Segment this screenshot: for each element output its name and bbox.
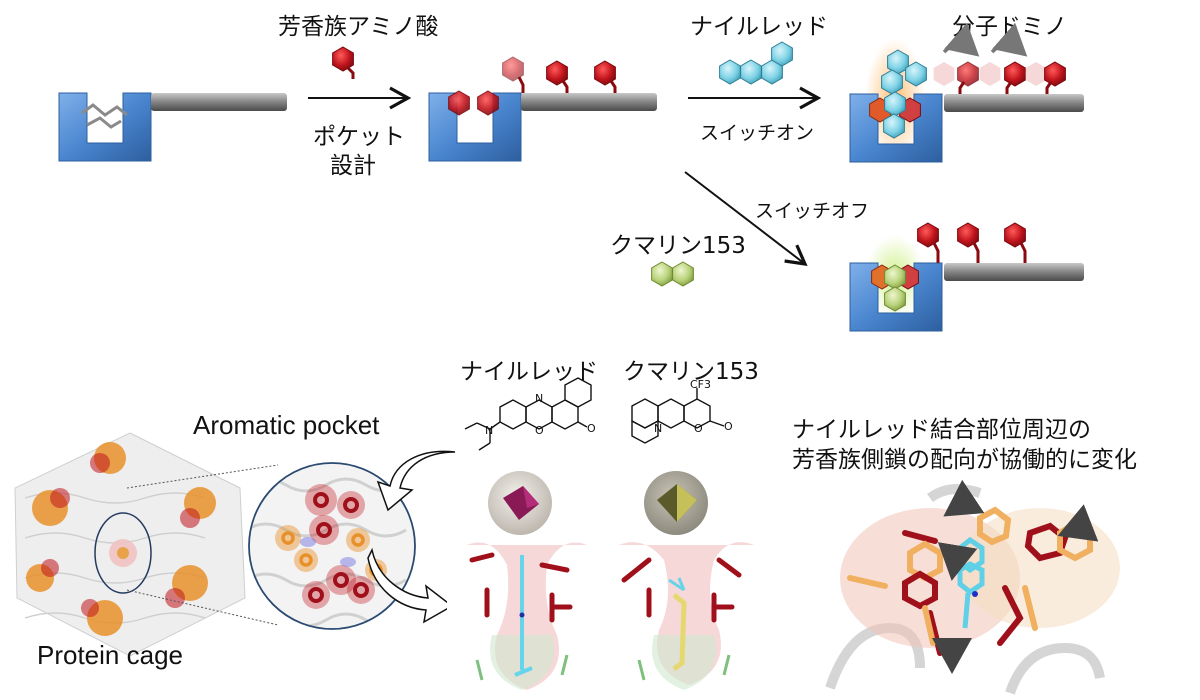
curved-arrow-to-pocket-view (367, 547, 454, 624)
coumarin-n-atom: N (654, 422, 662, 435)
switch-off-label: スイッチオフ (755, 200, 870, 222)
nile-red-label: ナイルレッド (690, 14, 828, 40)
pocket-design-label-line2: 設計 (330, 153, 376, 179)
annotation-line2: 芳香族側鎖の配向が協働的に変化 (792, 447, 1137, 473)
switch-off-arrow (684, 171, 808, 267)
aromatic-amino-acid-label: 芳香族アミノ酸 (278, 14, 439, 40)
coumarin-carbonyl-o: O (724, 420, 733, 433)
protein-cage-label: Protein cage (37, 640, 183, 670)
empty-cage-graphic (58, 92, 287, 162)
coumarin-structure-title: クマリン153 (623, 359, 759, 385)
switch-on-label: スイッチオン (700, 122, 815, 144)
switch-off-graphic (849, 222, 1084, 332)
aromatic-pocket-label: Aromatic pocket (193, 410, 380, 440)
coumarin-cf3-label: CF3 (690, 378, 711, 391)
nile-red-amine-n: N (485, 424, 493, 437)
stage-designed-pocket (425, 55, 665, 165)
designed-pocket-graphic (428, 56, 657, 162)
stage-switch-on (840, 22, 1100, 168)
nile-red-structure-title: ナイルレッド (460, 359, 598, 385)
nile-red-molecule-icon (719, 41, 793, 85)
switch-on-arrow (688, 86, 822, 110)
stage-empty-cage (55, 85, 295, 165)
nile-red-crystal-photo (488, 471, 552, 535)
stage-switch-off (840, 215, 1100, 335)
switch-on-graphic (849, 22, 1084, 163)
pocket-design-arrow (308, 86, 412, 110)
coumarin-ring-o: O (694, 422, 703, 435)
cage-pocket-clusters (26, 442, 216, 636)
nile-red-o-atom: O (535, 424, 544, 437)
coumarin-binding-pocket-view (609, 535, 759, 700)
coumarin-chemical-structure: CF3 O O N (631, 378, 733, 444)
aromatic-pocket-zoom-view (248, 462, 416, 630)
aromatic-amino-acid-icon (332, 46, 355, 79)
pocket-design-label-line1: ポケット (313, 124, 405, 150)
coumarin-molecule-icon (651, 261, 694, 287)
pocket-highlight-ellipse (94, 512, 152, 594)
nile-red-carbonyl-o: O (587, 422, 596, 435)
nile-red-binding-site-closeup (810, 478, 1140, 698)
nile-red-binding-pocket-view (447, 535, 597, 700)
curved-arrow-to-nile-red (376, 450, 456, 512)
coumarin-crystal-photo (644, 471, 708, 535)
nile-red-n-atom: N (535, 392, 543, 405)
molecular-domino-label: 分子ドミノ (952, 14, 1067, 40)
annotation-line1: ナイルレッド結合部位周辺の (792, 417, 1091, 443)
zoom-guide-lines (126, 464, 279, 626)
protein-cage-image (14, 432, 246, 657)
rotation-arrows (932, 479, 1099, 674)
coumarin-label: クマリン153 (610, 233, 746, 259)
nile-red-chemical-structure: N O O N (464, 377, 596, 451)
